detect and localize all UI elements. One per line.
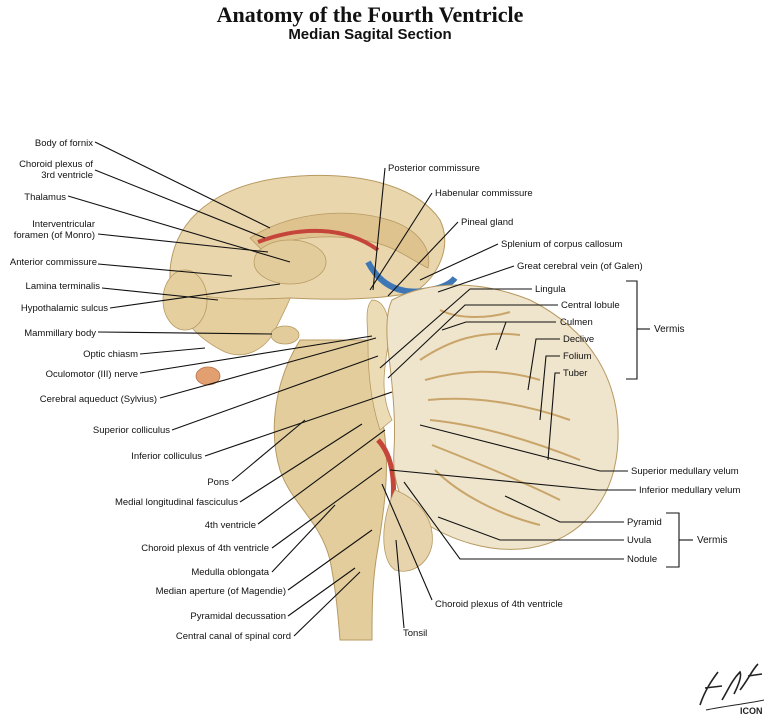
label-folium: Folium [563, 351, 592, 362]
label-pons: Pons [207, 477, 229, 488]
label-great-cerebral-vein: Great cerebral vein (of Galen) [517, 261, 643, 272]
label-pyramid: Pyramid [627, 517, 662, 528]
label-interventricular-line2: foramen (of Monro) [14, 230, 95, 241]
label-pineal-gland: Pineal gland [461, 217, 513, 228]
cerebellar-folia [419, 309, 581, 526]
leader-lines [67, 141, 693, 637]
bottom-labels: Choroid plexus of 4th ventricle Tonsil [403, 599, 563, 639]
label-choroid-plexus-4th-bottom: Choroid plexus of 4th ventricle [435, 599, 563, 610]
label-inferior-colliculus: Inferior colliculus [131, 451, 202, 462]
label-oculomotor-nerve: Oculomotor (III) nerve [46, 369, 138, 380]
label-central-lobule: Central lobule [561, 300, 620, 311]
diagram-title: Anatomy of the Fourth Ventricle [216, 2, 524, 27]
label-splenium: Splenium of corpus callosum [501, 239, 623, 250]
label-mammillary-body: Mammillary body [24, 328, 96, 339]
label-thalamus: Thalamus [24, 192, 66, 203]
left-labels: Body of fornix Choroid plexus of 3rd ven… [10, 138, 291, 642]
label-choroid-plexus-3rd-line2: 3rd ventricle [41, 170, 93, 181]
label-central-canal: Central canal of spinal cord [176, 631, 291, 642]
cerebellum-shape [386, 284, 619, 550]
label-interventricular-line1: Interventricular [32, 219, 95, 230]
label-medial-longitudinal-fasciculus: Medial longitudinal fasciculus [115, 497, 238, 508]
anatomy-drawing [162, 174, 619, 641]
label-cerebral-aqueduct: Cerebral aqueduct (Sylvius) [40, 394, 157, 405]
label-lamina-terminalis: Lamina terminalis [26, 281, 101, 292]
vermis-upper-labels: Lingula Central lobule Culmen Declive Fo… [535, 284, 685, 379]
choroid-plexus-3rd [257, 228, 380, 252]
label-optic-chiasm: Optic chiasm [83, 349, 138, 360]
mammillary-body-shape [270, 325, 300, 345]
tonsil-shape [383, 489, 433, 572]
corpus-callosum [249, 212, 430, 269]
label-lingula: Lingula [535, 284, 566, 295]
top-right-labels: Posterior commissure Habenular commissur… [388, 163, 643, 272]
label-medulla-oblongata: Medulla oblongata [191, 567, 269, 578]
label-culmen: Culmen [560, 317, 593, 328]
label-tuber: Tuber [563, 368, 587, 379]
label-anterior-commissure: Anterior commissure [10, 257, 97, 268]
label-median-aperture: Median aperture (of Magendie) [156, 586, 286, 597]
label-choroid-plexus-4th-left: Choroid plexus of 4th ventricle [141, 543, 269, 554]
netter-signature [699, 663, 765, 711]
label-posterior-commissure: Posterior commissure [388, 163, 480, 174]
label-uvula: Uvula [627, 535, 652, 546]
label-hypothalamic-sulcus: Hypothalamic sulcus [21, 303, 108, 314]
label-vermis-lower-group: Vermis [697, 535, 728, 546]
label-4th-ventricle: 4th ventricle [205, 520, 256, 531]
vermis-lower-labels: Pyramid Uvula Nodule Vermis [627, 517, 728, 565]
label-nodule: Nodule [627, 554, 657, 565]
label-pyramidal-decussation: Pyramidal decussation [190, 611, 286, 622]
icon-publisher-mark: ICON [740, 706, 763, 716]
label-superior-medullary-velum: Superior medullary velum [631, 466, 739, 477]
label-declive: Declive [563, 334, 594, 345]
label-inferior-medullary-velum: Inferior medullary velum [639, 485, 740, 496]
label-vermis-upper-group: Vermis [654, 324, 685, 335]
right-labels: Superior medullary velum Inferior medull… [631, 466, 740, 496]
label-choroid-plexus-3rd-line1: Choroid plexus of [19, 159, 93, 170]
label-habenular-commissure: Habenular commissure [435, 188, 533, 199]
brainstem-shape [273, 339, 387, 641]
diagram-subtitle: Median Sagital Section [288, 26, 452, 43]
label-tonsil: Tonsil [403, 628, 427, 639]
label-body-of-fornix: Body of fornix [35, 138, 93, 149]
label-superior-colliculus: Superior colliculus [93, 425, 170, 436]
